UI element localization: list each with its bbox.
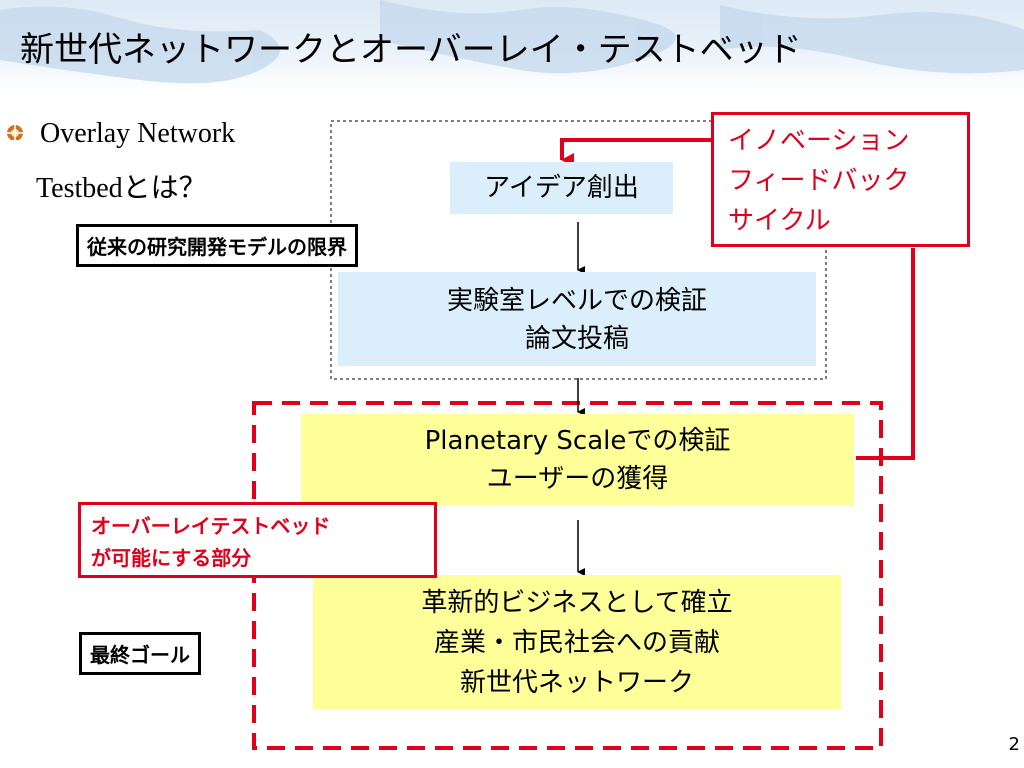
business-text-line2: 産業・市民社会への貢献 <box>433 628 720 658</box>
traditional-limit-text: 従来の研究開発モデルの限界 <box>87 235 347 259</box>
innovation-text-line2: フィードバック <box>728 166 910 196</box>
header-band: 新世代ネットワークとオーバーレイ・テストベッド <box>0 0 1024 92</box>
world-map-background <box>0 0 1024 84</box>
lab-text-line2: 論文投稿 <box>524 324 629 354</box>
innovation-text-line1: イノベーション <box>728 126 910 156</box>
business-text-line3: 新世代ネットワーク <box>459 668 694 698</box>
bullet-text-line1: Overlay Network <box>40 118 236 149</box>
overlay-text-line1: オーバーレイテストベッド <box>91 514 331 538</box>
planetary-text-line1: Planetary Scaleでの検証 <box>424 426 731 456</box>
planetary-scale-box: Planetary Scaleでの検証 ユーザーの獲得 <box>301 414 854 506</box>
feedback-loop-line <box>856 248 915 460</box>
innovation-text-line3: サイクル <box>728 206 831 236</box>
innovation-feedback-label: イノベーション フィードバック サイクル <box>711 112 970 247</box>
final-goal-text: 最終ゴール <box>90 643 190 667</box>
business-box: 革新的ビジネスとして確立 産業・市民社会への貢献 新世代ネットワーク <box>313 575 841 709</box>
bullet-text-line2: Testbedとは？ <box>36 173 207 204</box>
business-text-line1: 革新的ビジネスとして確立 <box>421 588 733 618</box>
page-number: 2 <box>1008 734 1020 755</box>
lab-text-line1: 実験室レベルでの検証 <box>446 286 707 316</box>
page-title: 新世代ネットワークとオーバーレイ・テストベッド <box>20 30 802 70</box>
feedback-return-arrow <box>560 138 711 167</box>
lab-verification-box: 実験室レベルでの検証 論文投稿 <box>338 272 816 366</box>
traditional-limit-label: 従来の研究開発モデルの限界 <box>76 224 358 267</box>
overlay-enabled-label: オーバーレイテストベッド が可能にする部分 <box>78 502 437 578</box>
planetary-text-line2: ユーザーの獲得 <box>486 464 669 494</box>
idea-box: アイデア創出 <box>450 162 673 214</box>
final-goal-label: 最終ゴール <box>79 632 201 675</box>
idea-text: アイデア創出 <box>484 173 639 203</box>
overlay-text-line2: が可能にする部分 <box>91 546 252 570</box>
compass-bullet-icon <box>7 125 23 140</box>
